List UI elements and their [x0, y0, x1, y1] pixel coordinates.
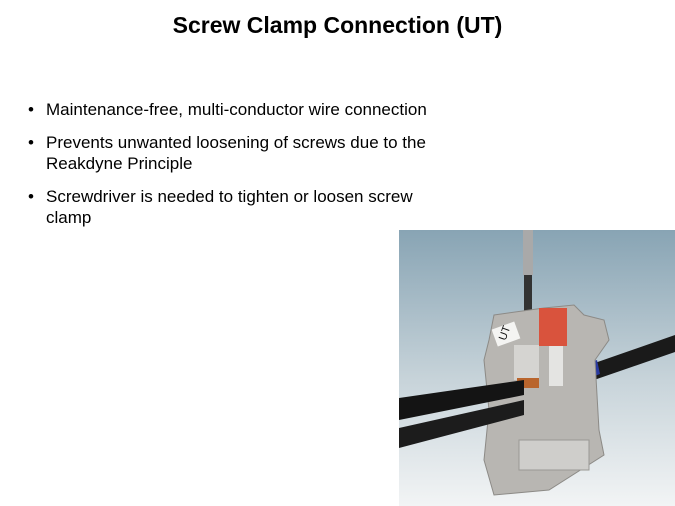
terminal-block-photo: UT	[399, 230, 675, 506]
bullet-item: • Maintenance-free, multi-conductor wire …	[28, 99, 428, 120]
bullet-item: • Prevents unwanted loosening of screws d…	[28, 132, 428, 174]
slide-title: Screw Clamp Connection (UT)	[172, 12, 503, 38]
bullet-icon: •	[28, 187, 34, 206]
bullet-icon: •	[28, 100, 34, 119]
ut-label: UT	[497, 324, 513, 342]
bullet-item: • Screwdriver is needed to tighten or loo…	[28, 186, 428, 228]
bullet-text: Prevents unwanted loosening of screws du…	[46, 133, 426, 173]
bullet-list: • Maintenance-free, multi-conductor wire …	[28, 99, 428, 240]
bullet-text: Screwdriver is needed to tighten or loos…	[46, 187, 413, 227]
bullet-icon: •	[28, 133, 34, 152]
bullet-text: Maintenance-free, multi-conductor wire c…	[46, 100, 427, 119]
